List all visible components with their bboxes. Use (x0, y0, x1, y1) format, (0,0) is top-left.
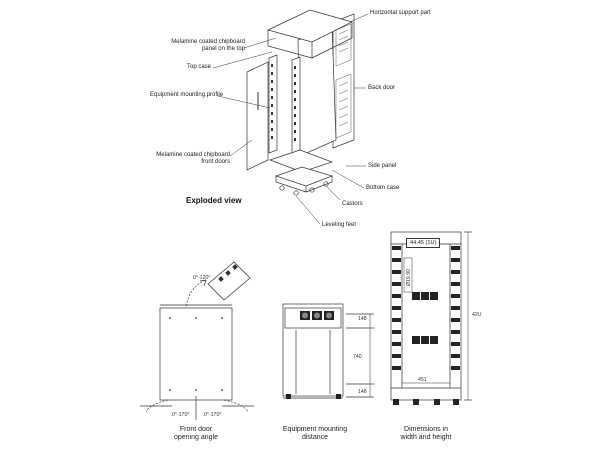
callout-melamine-front-line1: Melamine coated chipboard (156, 152, 230, 158)
dimensions-caption-line1: Dimensions in (404, 426, 448, 433)
callout-leveling-feet: Leveling feet (322, 222, 357, 228)
mounting-caption-line2: distance (301, 434, 329, 441)
mounting-dim-mid: 740 (353, 354, 362, 360)
callout-horizontal-support: Horizontal support part (370, 10, 431, 16)
angle-top-label: 0°-120° (193, 275, 211, 281)
dim-height-label: 42U (472, 312, 482, 318)
angle-left-label: 0°-170° (172, 412, 190, 418)
exploded-view-title: Exploded view (186, 196, 242, 205)
front-door-caption-line2: opening angle (174, 434, 218, 441)
dim-pitch-label: Ø19.90 (406, 268, 412, 286)
callout-side-panel: Side panel (368, 163, 397, 169)
callout-castors: Castors (342, 201, 363, 207)
dimensions-caption-line2: width and height (400, 434, 452, 441)
callout-melamine-front-line2: front doors (201, 159, 230, 165)
callout-bottom-case: Bottom case (366, 185, 400, 191)
callout-melamine-top-line1: Melamine coated chipboard (171, 39, 245, 45)
callout-melamine-top-line2: panel on the top (201, 46, 245, 52)
callout-mounting-profile: Equipment mounting profile (150, 92, 224, 98)
dim-unit-label: 44.45 (1U) (406, 238, 441, 248)
callout-top-case: Top case (187, 64, 212, 70)
angle-right-label: 0°-170° (204, 412, 222, 418)
mounting-dim-bottom: 148 (358, 389, 367, 395)
front-door-caption-line1: Front door (179, 426, 213, 433)
mounting-caption-line1: Equipment mounting (282, 426, 348, 433)
dim-width-label: 451 (418, 377, 427, 383)
callout-back-door: Back door (368, 85, 396, 91)
mounting-dim-top: 148 (358, 316, 367, 322)
